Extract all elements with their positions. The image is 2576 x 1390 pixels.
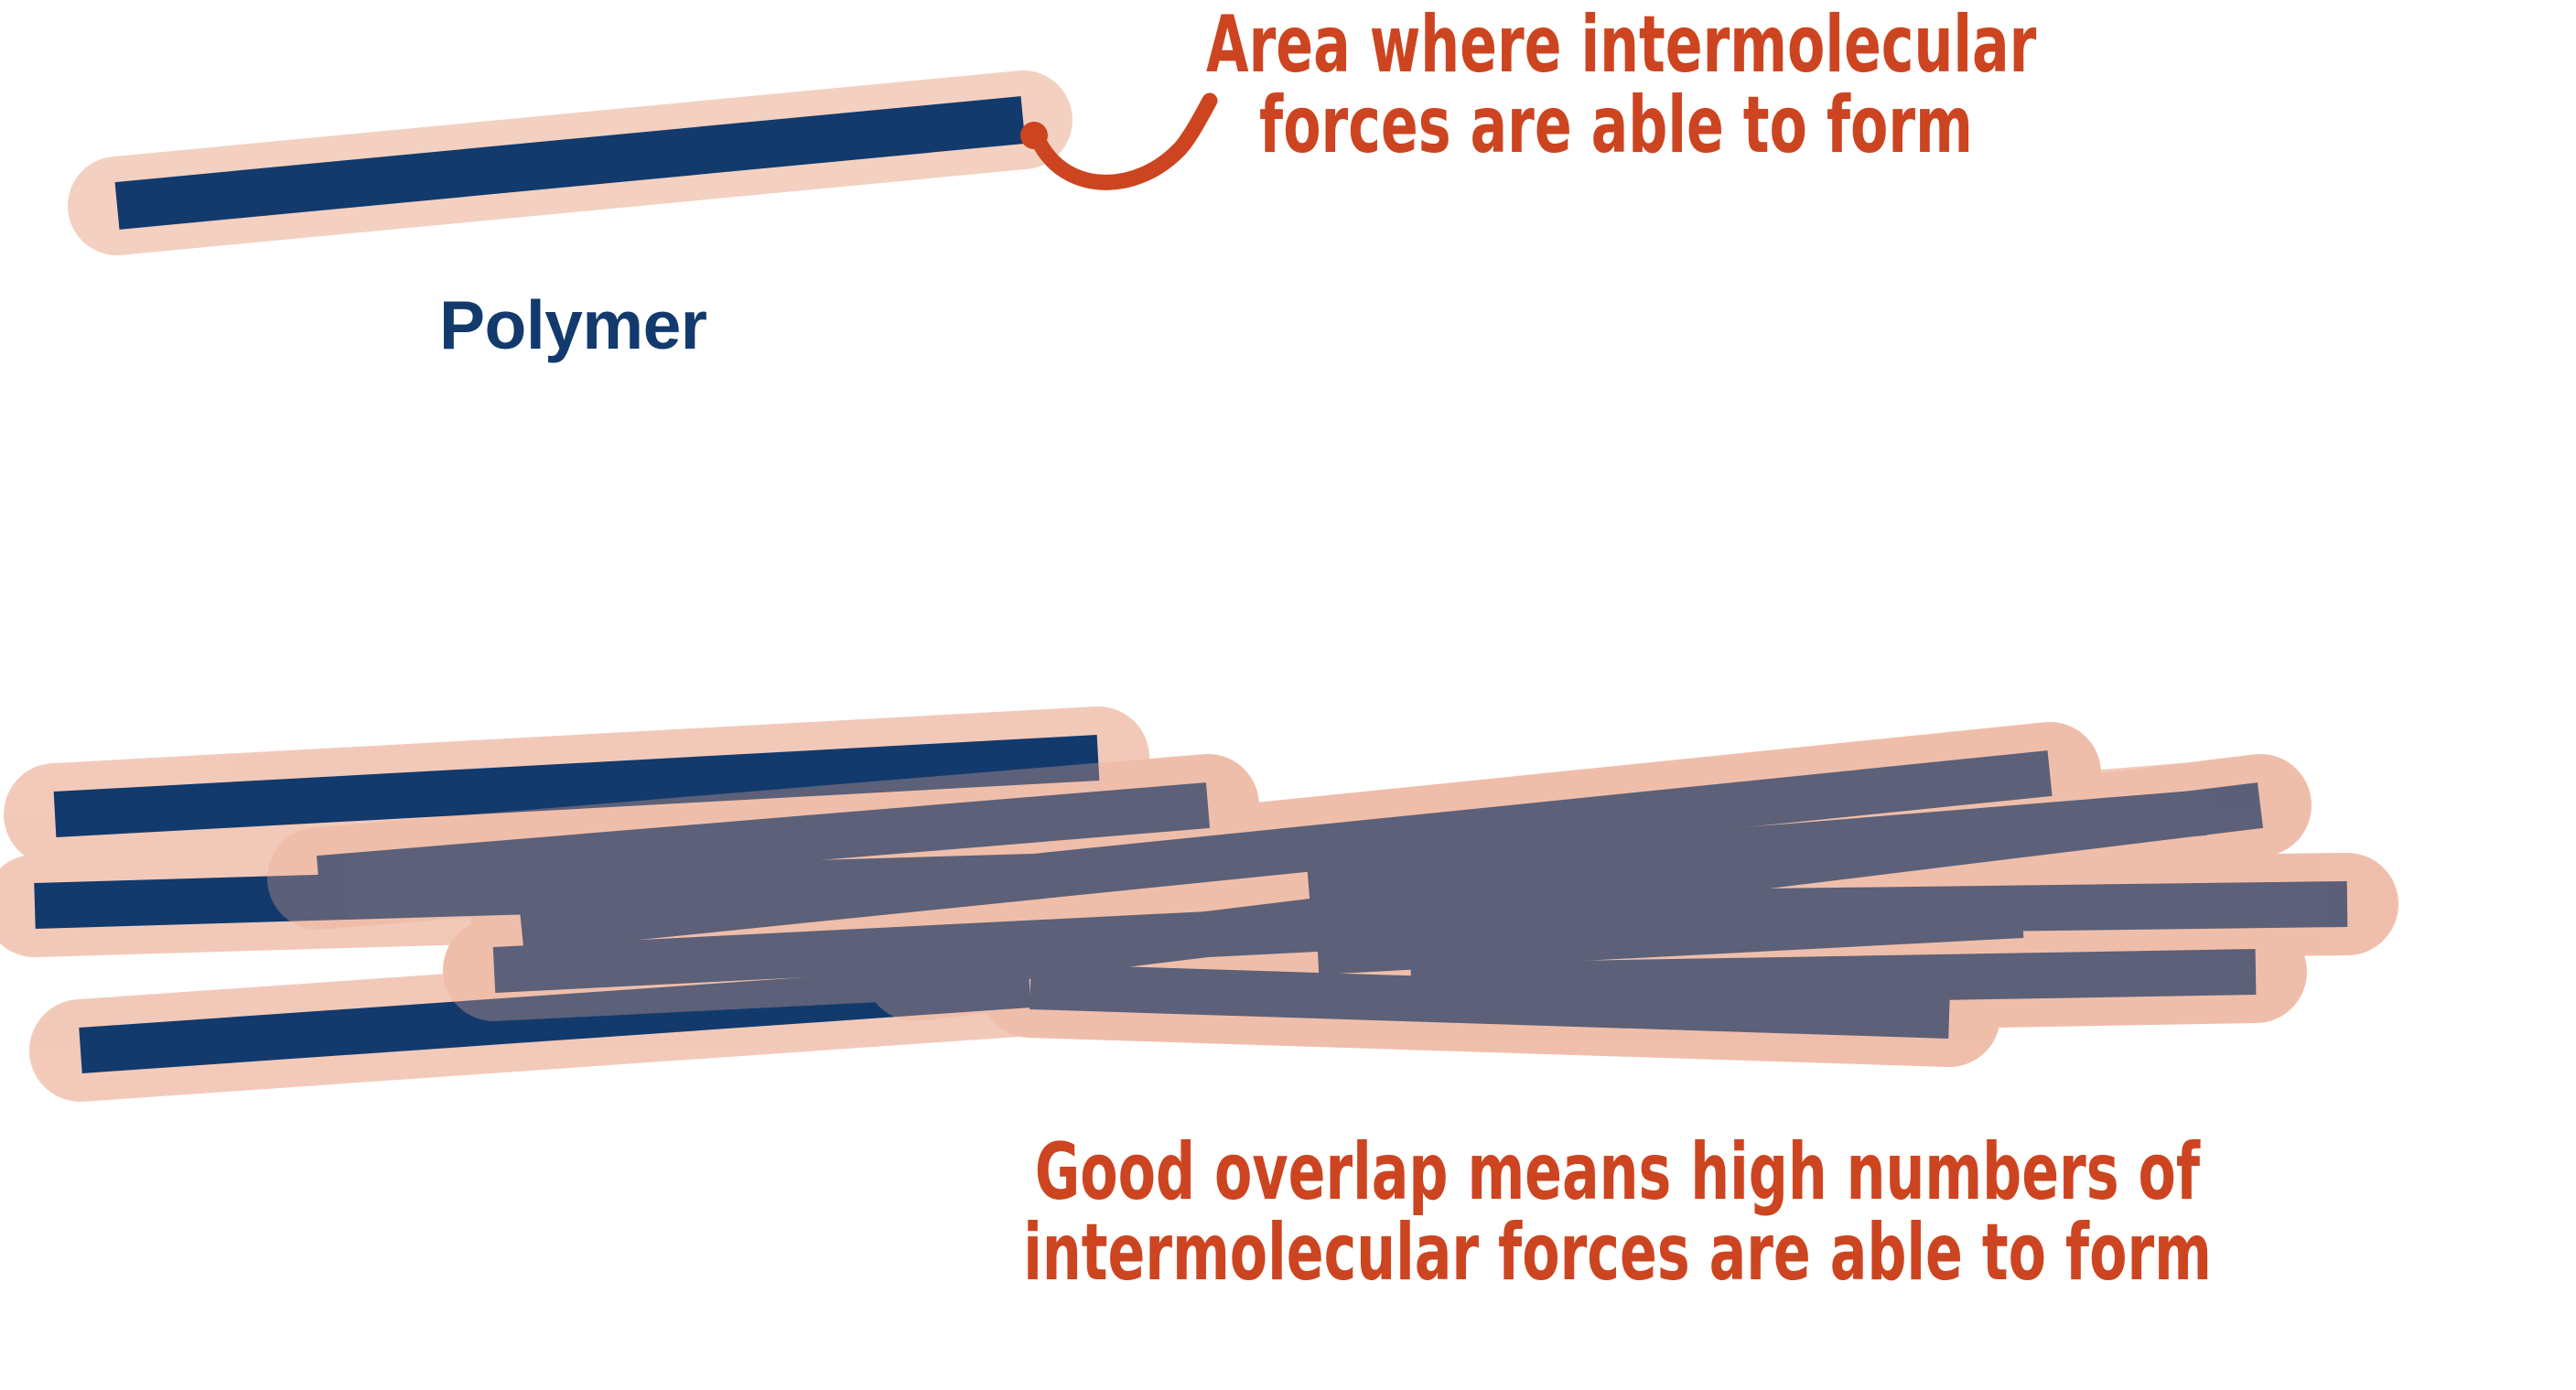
annotation-top-line2: forces are able to form <box>1259 79 1973 171</box>
bundle-halo-overlay <box>267 722 2398 1067</box>
chain-halo-over-7 <box>443 873 1460 1021</box>
chain-core-10 <box>1029 964 1950 1039</box>
chain-halo-over-5 <box>1266 864 2074 1003</box>
single-polymer-group <box>68 70 1072 255</box>
chain-halo-over-6 <box>1422 853 2398 966</box>
bundle-core-layer <box>34 735 2348 1073</box>
chain-halo-over-2 <box>267 754 1259 930</box>
chain-core-5 <box>1316 892 2024 975</box>
chain-core-2 <box>316 782 1211 901</box>
single-polymer-core <box>114 96 1026 230</box>
connector-dot <box>1020 122 1048 149</box>
annotation-bottom: Good overlap means high numbers of inter… <box>769 1126 2466 1298</box>
annotation-bottom-line1: Good overlap means high numbers of <box>1034 1126 2201 1218</box>
annotation-bottom-line2: intermolecular forces are able to form <box>1023 1206 2212 1298</box>
annotation-top: Area where intermolecular forces are abl… <box>1206 5 2392 166</box>
polymer-label: Polymer <box>439 286 707 363</box>
chain-halo-over-11 <box>864 754 2312 1021</box>
chain-halo-over-12 <box>470 722 2101 980</box>
chain-core-12 <box>519 750 2053 952</box>
chain-core-7 <box>492 901 1411 993</box>
connector-curve <box>1029 92 1218 190</box>
chain-halo-over-8 <box>1360 921 2307 1038</box>
chain-core-1 <box>53 735 1100 837</box>
chain-halo-over-10 <box>979 935 2000 1067</box>
chain-core-9 <box>79 962 1031 1073</box>
connector-group <box>1020 92 1218 190</box>
chain-core-4 <box>1306 790 2208 909</box>
annotation-top-line1: Area where intermolecular <box>1206 0 2037 91</box>
